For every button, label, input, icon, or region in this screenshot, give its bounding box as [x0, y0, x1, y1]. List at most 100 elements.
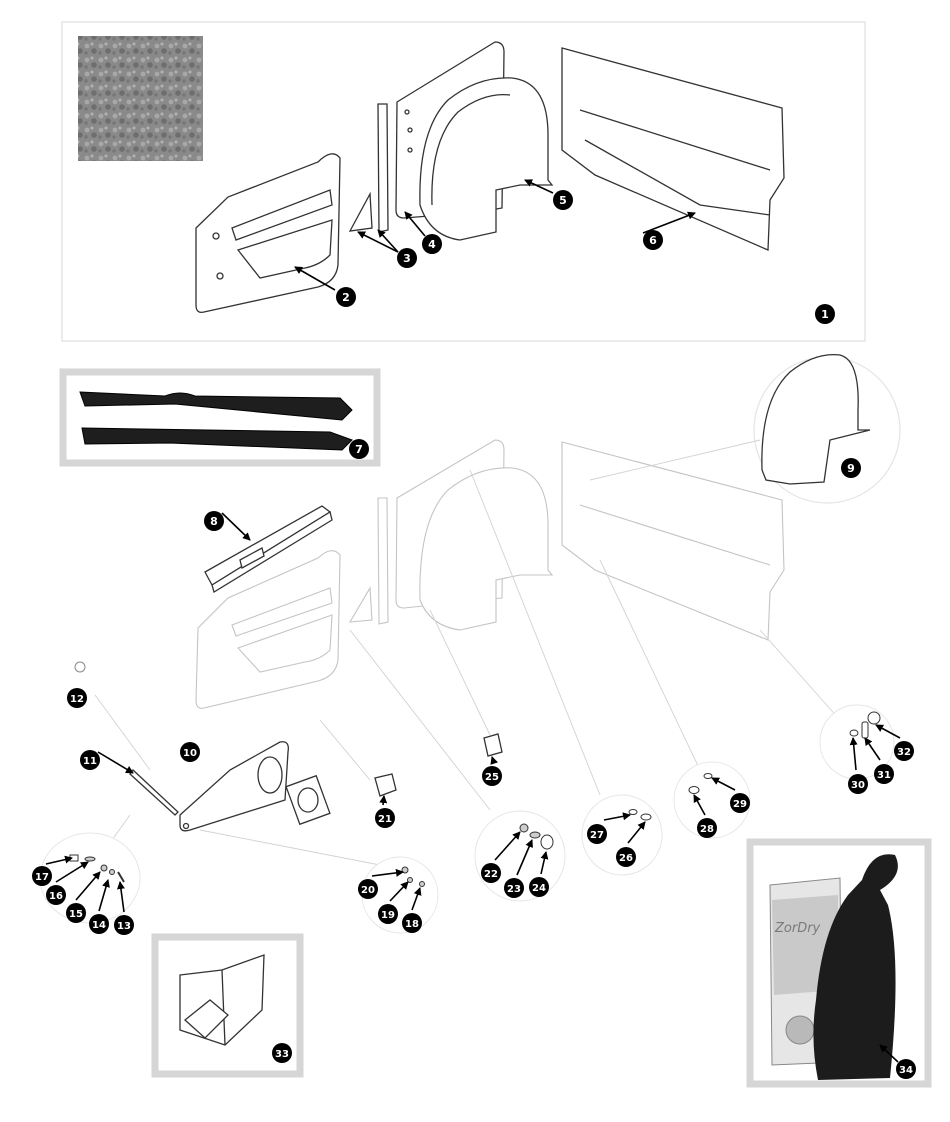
callout-badge [66, 903, 86, 923]
callout-badge [553, 190, 573, 210]
callout-number: 27 [590, 830, 604, 841]
callout-14: 14 [89, 914, 109, 934]
leader-line [294, 266, 336, 291]
fastener-group-26-27 [581, 794, 663, 876]
door-card-part [195, 153, 341, 313]
callout-number: 7 [355, 443, 363, 456]
callout-number: 4 [428, 238, 436, 251]
leader-line [879, 1044, 899, 1063]
callout-badge [46, 885, 66, 905]
callout-18: 18 [402, 913, 422, 933]
callout-number: 20 [361, 885, 375, 896]
callout-badge [375, 808, 395, 828]
callout-number: 5 [559, 194, 567, 207]
leader-line [642, 211, 696, 234]
callout-badge [529, 877, 549, 897]
callout-badge [482, 766, 502, 786]
callout-25: 25 [482, 766, 502, 786]
leader-line [693, 794, 706, 816]
callout-number: 8 [210, 515, 218, 528]
leader-line [116, 881, 125, 913]
leader-line [494, 831, 521, 861]
fitting-kit-box [179, 954, 265, 1046]
speaker-bracket-part [179, 741, 331, 832]
callout-8: 8 [204, 511, 224, 531]
callout-badge [67, 688, 87, 708]
leader-line [864, 737, 881, 761]
callout-badge [272, 1043, 292, 1063]
fastener-group-13-17 [39, 832, 141, 924]
callout-number: 26 [619, 853, 633, 864]
callout-number: 6 [649, 234, 657, 247]
callout-number: 19 [381, 910, 395, 921]
callout-number: 28 [700, 824, 714, 835]
callout-21: 21 [375, 808, 395, 828]
callout-29: 29 [730, 793, 750, 813]
callout-26: 26 [616, 847, 636, 867]
callout-number: 3 [403, 252, 411, 265]
callout-badge [378, 904, 398, 924]
leader-line [371, 868, 404, 877]
callout-number: 9 [847, 462, 855, 475]
callout-number: 31 [877, 770, 891, 781]
leader-line [75, 871, 101, 901]
leather-swatch [78, 36, 203, 161]
sill-strip-lower [81, 427, 353, 451]
trim-kit-panel [61, 21, 866, 342]
callout-badge [874, 764, 894, 784]
callout-badge [32, 866, 52, 886]
leader-line [490, 756, 499, 765]
callout-badge [422, 234, 442, 254]
callout-5: 5 [553, 190, 573, 210]
leader-line [875, 724, 901, 739]
callout-badge [481, 863, 501, 883]
finisher-strip-part [348, 103, 389, 233]
fitting-kit-panel [151, 933, 304, 1078]
callout-number: 32 [897, 747, 911, 758]
callout-badge [643, 230, 663, 250]
callout-9: 9 [841, 458, 861, 478]
callout-number: 17 [35, 872, 49, 883]
leader-line [516, 839, 533, 876]
callout-badge [180, 742, 200, 762]
callout-number: 1 [821, 308, 829, 321]
callout-number: 33 [275, 1049, 289, 1060]
dehumidifier-panel [746, 838, 932, 1088]
callout-19: 19 [378, 904, 398, 924]
callout-3: 3 [397, 248, 417, 268]
callout-badge [80, 750, 100, 770]
callout-badge [896, 1059, 916, 1079]
leader-line [221, 512, 251, 541]
callout-7: 7 [349, 439, 369, 459]
callout-badge [616, 847, 636, 867]
callout-6: 6 [643, 230, 663, 250]
callout-badge [89, 914, 109, 934]
callout-number: 23 [507, 884, 521, 895]
leader-line [97, 751, 134, 774]
callout-27: 27 [587, 824, 607, 844]
dehumidifier-bag [813, 854, 898, 1080]
callout-badge [114, 915, 134, 935]
callout-number: 14 [92, 920, 106, 931]
clip-part-21 [374, 773, 397, 797]
callout-number: 16 [49, 891, 63, 902]
wheel-arch-detail-part [761, 353, 871, 485]
callout-22: 22 [481, 863, 501, 883]
callout-number: 12 [70, 694, 84, 705]
packaging-brand: ZorDry [774, 921, 821, 936]
leader-line [55, 861, 89, 883]
leader-line [389, 881, 409, 902]
support-rod-part [129, 769, 179, 816]
callout-number: 13 [117, 921, 131, 932]
leader-line [540, 851, 549, 875]
callout-number: 21 [378, 814, 392, 825]
callout-2: 2 [336, 287, 356, 307]
callout-28: 28 [697, 818, 717, 838]
callout-number: 30 [851, 780, 865, 791]
fastener-group-28-29 [673, 761, 751, 839]
callout-number: 24 [532, 883, 546, 894]
callout-badge [894, 741, 914, 761]
callout-number: 29 [733, 799, 747, 810]
